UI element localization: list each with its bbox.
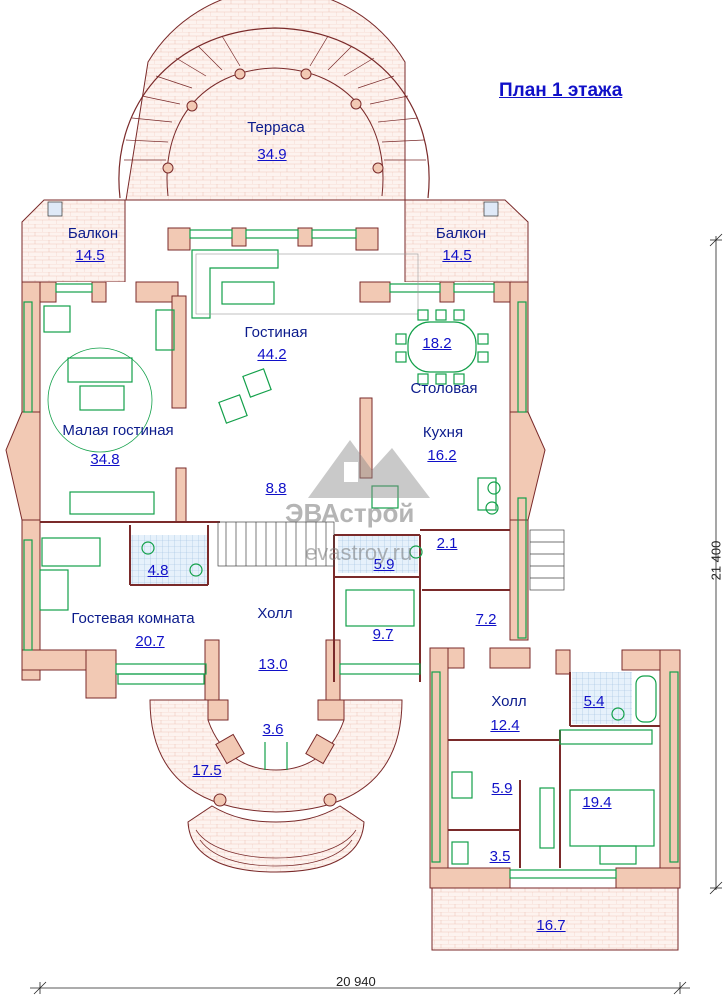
balconies xyxy=(21,199,529,283)
bath-small-area: 2.1 xyxy=(436,535,458,552)
porch-area: 17.5 xyxy=(192,762,222,779)
plan-title: План 1 этажа xyxy=(499,80,623,101)
bedroom-area: 19.4 xyxy=(582,794,612,811)
width-dimension: 20 940 xyxy=(336,974,376,989)
closet-59-area: 5.9 xyxy=(491,780,513,797)
closet-35-area: 3.5 xyxy=(489,848,511,865)
kitchen-area: 16.2 xyxy=(427,447,457,464)
front-porch xyxy=(149,699,403,873)
guest-room-name: Гостевая комната xyxy=(71,610,195,627)
lower-terrace xyxy=(431,887,679,951)
watermark-logo xyxy=(308,440,430,498)
terrace-area: 34.9 xyxy=(257,146,287,163)
dining-area: 18.2 xyxy=(422,335,452,352)
dimension-lines xyxy=(30,233,723,995)
furniture xyxy=(39,249,657,865)
terrace-lower-area: 16.7 xyxy=(536,917,566,934)
porch-inner-area: 3.6 xyxy=(262,721,284,738)
kitchen-name: Кухня xyxy=(422,424,464,441)
small-living-area: 34.8 xyxy=(90,451,120,468)
upper-terrace xyxy=(118,0,430,201)
balcony-left-name: Балкон xyxy=(67,225,119,242)
balcony-right-name: Балкон xyxy=(435,225,487,242)
living-name: Гостиная xyxy=(244,324,308,341)
guest-room-area: 20.7 xyxy=(135,633,165,650)
bath-right-area: 5.4 xyxy=(583,693,605,710)
hall2-area: 12.4 xyxy=(490,717,520,734)
interior-walls xyxy=(40,521,660,868)
dining-name: Столовая xyxy=(410,380,478,397)
balcony-left-area: 14.5 xyxy=(75,247,105,264)
hall2-name: Холл xyxy=(491,693,527,710)
balcony-right-area: 14.5 xyxy=(442,247,472,264)
watermark-brand: ЭВАстрой xyxy=(285,498,415,528)
hall-area: 13.0 xyxy=(258,656,288,673)
vestibule-area: 7.2 xyxy=(475,611,497,628)
corridor-area: 8.8 xyxy=(265,480,287,497)
terrace-name: Терраса xyxy=(247,119,305,136)
height-dimension: 21 400 xyxy=(708,540,724,581)
watermark-site: evastroy.ru xyxy=(305,540,413,565)
small-living-name: Малая гостиная xyxy=(62,422,174,439)
hall-name: Холл xyxy=(257,605,293,622)
store-97-area: 9.7 xyxy=(372,626,394,643)
wc-guest-area: 4.8 xyxy=(147,562,169,579)
bath-mid-area: 5.9 xyxy=(373,556,395,573)
house-floor xyxy=(22,282,680,888)
living-area: 44.2 xyxy=(257,346,287,363)
